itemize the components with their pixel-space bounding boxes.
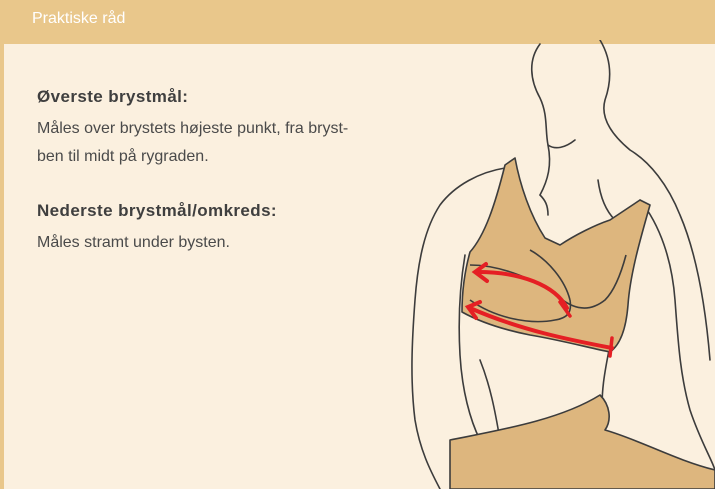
face-outline	[540, 145, 550, 195]
right-arm-outline	[640, 200, 715, 470]
upper-bust-text-line-2: ben til midt på rygraden.	[37, 143, 457, 171]
underbust-section: Nederste brystmål/omkreds: Måles stramt …	[37, 201, 457, 257]
briefs-garment	[450, 395, 715, 489]
neck-outline	[540, 180, 615, 220]
header-bar: Praktiske råd	[4, 0, 715, 44]
woman-bra-measurement-illustration	[400, 40, 715, 489]
upper-bust-section: Øverste brystmål: Måles over brystets hø…	[37, 87, 457, 171]
underbust-arrow-tick	[610, 338, 612, 356]
upper-bust-text-line-1: Måles over brystets højeste punkt, fra b…	[37, 115, 457, 143]
underbust-heading: Nederste brystmål/omkreds:	[37, 201, 457, 221]
bra-garment	[462, 158, 650, 352]
waist-outline	[480, 360, 500, 440]
header-title: Praktiske råd	[32, 10, 125, 28]
upper-bust-heading: Øverste brystmål:	[37, 87, 457, 107]
underbust-text: Måles stramt under bysten.	[37, 229, 457, 257]
